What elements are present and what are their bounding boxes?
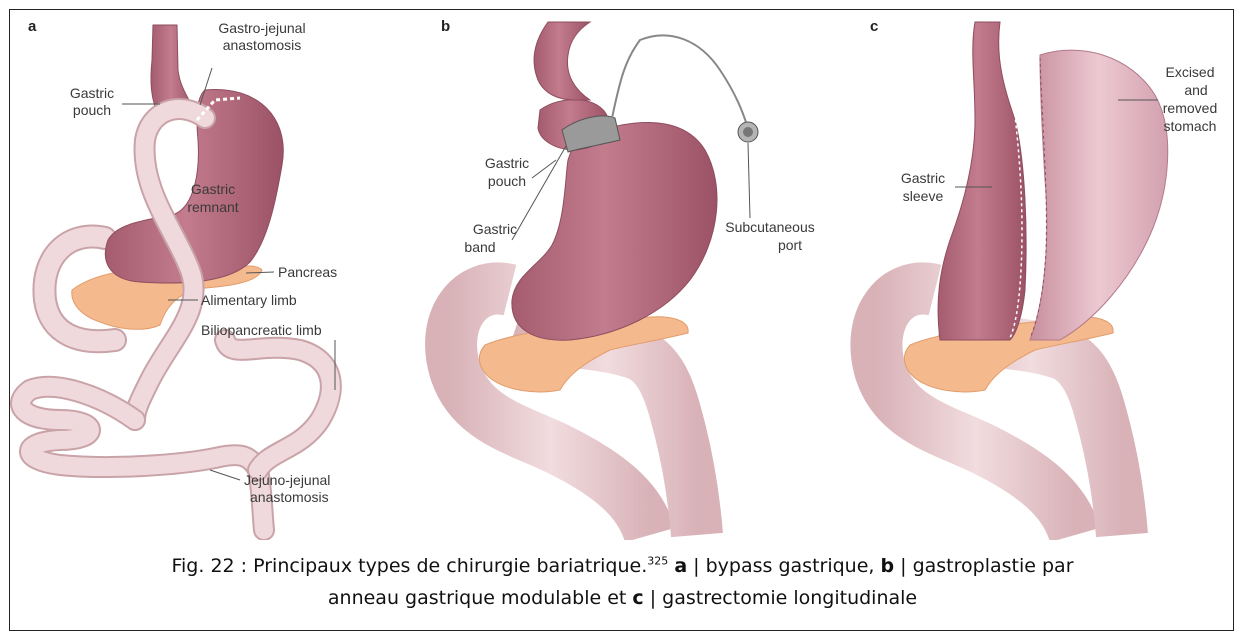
caption-text-a: | bypass gastrique, (687, 555, 880, 577)
label-alimentary-limb: Alimentary limb (201, 292, 297, 308)
caption-letter-a: a (674, 555, 687, 577)
caption-line2-prefix: anneau gastrique modulable et (328, 587, 633, 609)
label-subcutaneous-port-1: Subcutaneous (725, 219, 815, 235)
label-excised-1: Excised (1165, 64, 1214, 80)
label-gastric-pouch-a-2: pouch (73, 102, 111, 118)
caption-text-b: | gastroplastie par (894, 555, 1073, 577)
label-subcutaneous-port-2: port (778, 237, 802, 253)
panel-a: a Gastro-jejunal anastomosis Gastric pou… (21, 18, 337, 530)
label-jj-anastomosis-1: Jejuno-jejunal (244, 472, 330, 488)
caption-letter-c: c (632, 587, 643, 609)
label-biliopancreatic-limb: Biliopancreatic limb (201, 322, 322, 338)
label-gastric-pouch-b-2: pouch (488, 173, 526, 189)
panel-b-letter: b (441, 18, 450, 35)
panel-a-letter: a (28, 18, 37, 35)
subcutaneous-port (738, 122, 758, 142)
panel-b: b Gastric pouch Gastric band Subcutaneou… (441, 18, 815, 535)
band-tubing (612, 35, 748, 128)
label-gastric-band-2: band (464, 239, 495, 255)
label-excised-2: and (1184, 82, 1207, 98)
figure-caption-line2: anneau gastrique modulable et c | gastre… (0, 582, 1245, 614)
caption-reference: 325 (647, 555, 668, 568)
label-pancreas: Pancreas (278, 264, 337, 280)
label-jj-anastomosis-2: anastomosis (250, 489, 329, 505)
label-gastric-pouch-a-1: Gastric (70, 85, 114, 101)
label-excised-4: stomach (1164, 118, 1217, 134)
caption-letter-b: b (880, 555, 894, 577)
gastric-sleeve (938, 22, 1026, 340)
label-gastric-pouch-b-1: Gastric (485, 155, 529, 171)
panel-c-letter: c (870, 18, 878, 35)
label-gj-anastomosis-1: Gastro-jejunal (218, 20, 305, 36)
panel-c: c Gastric sleeve Excised and removed sto… (870, 18, 1217, 535)
stomach-b (512, 123, 717, 341)
caption-text-c: | gastrectomie longitudinale (644, 587, 917, 609)
caption-prefix: Fig. 22 : Principaux types de chirurgie … (171, 555, 647, 577)
excised-stomach (1030, 50, 1168, 340)
label-gastric-sleeve-2: sleeve (903, 188, 944, 204)
label-gastric-band-1: Gastric (473, 221, 517, 237)
label-gastric-sleeve-1: Gastric (901, 170, 945, 186)
esophagus-b (534, 22, 590, 100)
figure-illustration: a Gastro-jejunal anastomosis Gastric pou… (0, 0, 1245, 540)
label-excised-3: removed (1163, 100, 1217, 116)
figure-caption-line1: Fig. 22 : Principaux types de chirurgie … (0, 550, 1245, 582)
label-gj-anastomosis-2: anastomosis (223, 37, 302, 53)
label-gastric-remnant-2: remnant (187, 199, 238, 215)
label-gastric-remnant-1: Gastric (191, 181, 235, 197)
